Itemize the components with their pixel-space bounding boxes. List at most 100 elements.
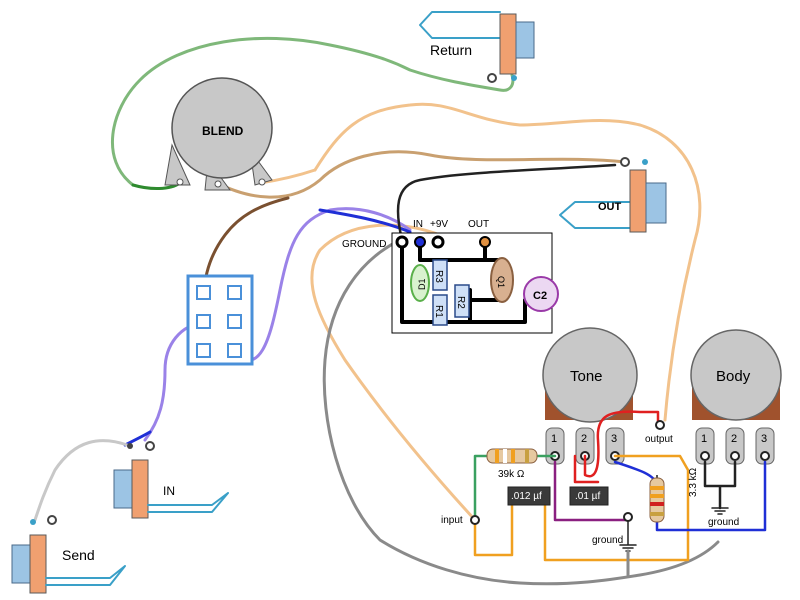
- resistor-3k3-band-1: [650, 486, 664, 490]
- in-pad-label: IN: [413, 219, 423, 230]
- wire-tan-left: [310, 223, 477, 522]
- wire-gray-ground: [322, 238, 720, 586]
- out-jack-lug2: [642, 159, 648, 165]
- send-jack-lug2: [47, 515, 57, 525]
- body-label: Body: [716, 368, 751, 385]
- tone-lug2-label: 2: [581, 433, 587, 445]
- resistor-3k3-label: 3.3 kΩ: [688, 467, 699, 497]
- v9-pad: [431, 235, 445, 249]
- out-pad-label: OUT: [468, 219, 489, 230]
- switch-lug-2: [227, 285, 242, 300]
- blend-label: BLEND: [202, 124, 244, 138]
- blend-pot-lug-hole-2: [214, 180, 222, 188]
- wire-purple-in: [143, 320, 207, 442]
- in-jack-label: IN: [163, 484, 175, 498]
- q1-label: Q1: [496, 276, 506, 288]
- body-lug2-label: 2: [731, 433, 737, 445]
- resistor-3k3-band-2: [650, 494, 664, 498]
- send-jack-sleeve: [29, 534, 47, 594]
- send-jack-tip: [11, 544, 31, 584]
- wire-tan-brown: [213, 150, 627, 199]
- tone-pot[interactable]: Tone 1 2 3: [542, 327, 638, 465]
- out-pad: [479, 236, 491, 248]
- cap-01: [569, 486, 609, 506]
- blend-pot[interactable]: BLEND: [164, 77, 273, 191]
- tone-lug1-label: 1: [551, 433, 557, 445]
- ground-body-label: ground: [708, 517, 739, 528]
- wire-red: [583, 410, 660, 478]
- resistor-3k3-band-3: [650, 502, 664, 506]
- tone-lug3-label: 3: [611, 433, 617, 445]
- resistor-r3: [432, 259, 448, 291]
- out-jack-tip: [645, 182, 667, 224]
- cap-012-label: .012 µf: [511, 491, 542, 502]
- r3-label: R3: [433, 270, 444, 283]
- return-jack-lug: [487, 73, 497, 83]
- resistor-39k-band-2: [503, 449, 507, 463]
- ground-pad: [395, 235, 409, 249]
- wire-red-2: [573, 454, 600, 484]
- body-pot[interactable]: Body 1 2 3: [690, 329, 782, 465]
- r1-label: R1: [433, 305, 444, 318]
- diode-d1: [410, 264, 430, 302]
- resistor-r1: [432, 294, 448, 326]
- return-jack-tip: [515, 21, 535, 59]
- return-jack-tab: [419, 11, 501, 39]
- c2-label: C2: [533, 290, 547, 302]
- send-jack-tab: [45, 565, 126, 586]
- body-lug3-label: 3: [761, 433, 767, 445]
- wire-green-return: [110, 36, 515, 187]
- blend-pot-lug-hole-1: [176, 178, 184, 186]
- output-pad: [655, 420, 665, 430]
- resistor-39k: [475, 448, 555, 464]
- body-lug1-label: 1: [701, 433, 707, 445]
- out-jack-sleeve: [629, 169, 647, 233]
- return-label: Return: [430, 42, 472, 58]
- in-jack-tab: [147, 492, 229, 513]
- capacitor-c2: [523, 276, 559, 312]
- footswitch[interactable]: [186, 274, 254, 366]
- return-jack[interactable]: Return: [419, 11, 535, 83]
- switch-lug-1: [196, 285, 211, 300]
- out-jack-label: OUT: [598, 201, 622, 213]
- wire-orange-2: [543, 454, 690, 562]
- in-jack-lug: [127, 443, 133, 449]
- return-jack-lug2: [511, 75, 517, 81]
- resistor-39k-band-3: [511, 449, 515, 463]
- output-label: output: [645, 434, 673, 445]
- send-jack[interactable]: Send: [11, 515, 126, 594]
- body-lug-1-hole: [700, 451, 710, 461]
- input-pad: [470, 515, 480, 525]
- d1-label: D1: [417, 278, 427, 290]
- in-jack[interactable]: IN: [113, 441, 229, 519]
- wire-black: [396, 163, 617, 242]
- resistor-39k-band-4: [525, 449, 529, 463]
- body-pot-knob: [690, 329, 782, 421]
- r2-label: R2: [455, 296, 466, 309]
- resistor-39k-label: 39k Ω: [498, 469, 525, 480]
- wire-gray-send: [33, 439, 132, 522]
- transistor-q1: [490, 257, 514, 303]
- body-lug-3-hole: [760, 451, 770, 461]
- resistor-39k-band-1: [495, 449, 499, 463]
- out-jack[interactable]: OUT: [559, 157, 667, 233]
- ground-label: GROUND: [342, 239, 386, 250]
- wire-black-body: [703, 460, 737, 510]
- switch-lug-5: [196, 343, 211, 358]
- pcb-board: GROUND IN +9V OUT D1 R3 R1 R2 Q1 C2: [342, 219, 559, 334]
- cap-012: [507, 486, 551, 506]
- cap-01-label: .01 µf: [575, 491, 600, 502]
- ground-symbol-tone: [619, 520, 637, 552]
- input-label: input: [441, 515, 463, 526]
- body-lug-2-hole: [730, 451, 740, 461]
- blend-pot-body: [171, 77, 273, 179]
- blend-pot-lug-left: [164, 143, 191, 186]
- resistor-3k3: [649, 475, 665, 523]
- switch-lug-4: [227, 314, 242, 329]
- ground-symbol-body: [711, 507, 729, 515]
- wire-purple: [228, 207, 412, 362]
- tone-label: Tone: [570, 368, 603, 385]
- wire-tan-loop: [313, 102, 702, 422]
- out-jack-tab: [559, 201, 631, 229]
